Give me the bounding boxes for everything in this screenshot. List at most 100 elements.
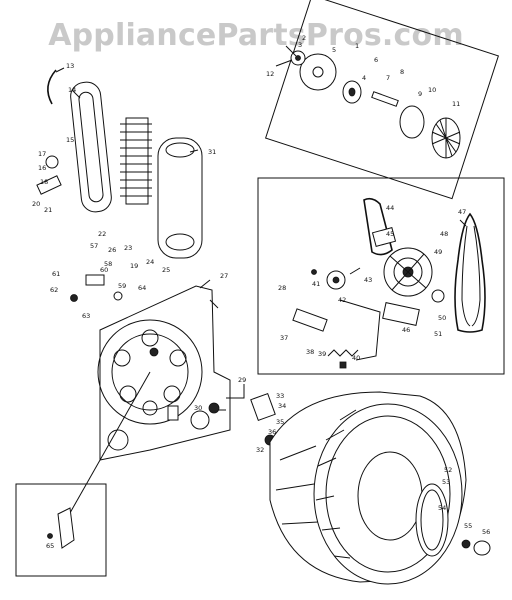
callout-26: 26 [108,246,116,254]
part-47-drum-belt [454,212,486,333]
part-58-thermostat [85,274,105,286]
callout-2: 2 [302,34,306,42]
callout-36: 36 [268,428,276,436]
callout-5: 5 [332,46,336,54]
callout-63: 63 [82,312,90,320]
callout-37: 37 [280,334,288,342]
callout-27: 27 [220,272,228,280]
callout-35: 35 [276,418,284,426]
callout-4: 4 [362,74,366,82]
callout-60: 60 [100,266,108,274]
part-33-bracket [250,392,276,422]
callout-19: 19 [130,262,138,270]
callout-30: 30 [194,404,202,412]
part-27-panel [99,285,231,461]
callout-62: 62 [50,286,58,294]
callout-1: 1 [355,42,359,50]
callout-38: 38 [306,348,314,356]
callout-65: 65 [46,542,54,550]
blower-frame [264,0,500,200]
callout-12: 12 [266,70,274,78]
callout-16: 16 [38,164,46,172]
part-17-thermostat [45,155,59,169]
part-13-wire [47,69,57,105]
callout-57: 57 [90,242,98,250]
part-7-shaft [371,91,399,107]
callout-17: 17 [38,150,46,158]
part-54-seal [415,483,449,557]
callout-47: 47 [458,208,466,216]
part-29-leader [226,384,245,399]
part-55-bearing [461,539,471,549]
callout-55: 55 [464,522,472,530]
callout-15: 15 [66,136,74,144]
part-37-switch [292,308,328,332]
part-39-spring [327,349,359,357]
heater-assembly [36,69,203,302]
callout-50: 50 [438,314,446,322]
callout-64: 64 [138,284,146,292]
callout-14: 14 [68,86,76,94]
callout-53: 53 [442,478,450,486]
callout-9: 9 [418,90,422,98]
callout-21: 21 [44,206,52,214]
callout-56: 56 [482,528,490,536]
callout-25: 25 [162,266,170,274]
callout-34: 34 [278,402,286,410]
part-49-pulley [431,289,445,303]
callout-28: 28 [278,284,286,292]
leader-lines [55,45,467,411]
callout-7: 7 [386,74,390,82]
callout-43: 43 [364,276,372,284]
callout-3: 3 [298,41,302,49]
part-46-mount [382,302,420,326]
part-20-fuse [36,175,62,195]
callout-29: 29 [238,376,246,384]
motor-frame [257,177,505,375]
callout-labels: 1 2 3 4 5 6 7 8 9 10 11 12 13 14 15 16 1… [32,34,490,550]
callout-6: 6 [374,56,378,64]
callout-39: 39 [318,350,326,358]
part-44-belt [363,197,393,256]
motor-box [257,177,505,375]
callout-59: 59 [118,282,126,290]
callout-22: 22 [98,230,106,238]
callout-40: 40 [352,354,360,362]
callout-42: 42 [338,296,346,304]
callout-8: 8 [400,68,404,76]
callout-61: 61 [52,270,60,278]
part-65-clip [57,507,75,549]
callout-54: 54 [438,504,446,512]
callout-58: 58 [104,260,112,268]
callout-24: 24 [146,258,154,266]
part-56-cap [473,540,491,556]
callout-11: 11 [452,100,460,108]
part-45-bracket [371,227,397,247]
callout-51: 51 [434,330,442,338]
part-25-duct-cover [157,137,203,259]
callout-23: 23 [124,244,132,252]
part-10-disc [399,105,425,139]
inset-frame [15,483,107,577]
callout-20: 20 [32,200,40,208]
inset-detail [15,483,107,577]
heating-element [120,117,152,205]
callout-44: 44 [386,204,394,212]
rear-panel [65,285,231,521]
callout-10: 10 [428,86,436,94]
callout-18: 18 [40,178,48,186]
callout-41: 41 [312,280,320,288]
part-14-heater-duct [70,81,112,213]
panel-drum-opening [97,319,203,425]
callout-46: 46 [402,326,410,334]
callout-45: 45 [386,230,394,238]
callout-31: 31 [208,148,216,156]
callout-13: 13 [66,62,74,70]
callout-32: 32 [256,446,264,454]
callout-33: 33 [276,392,284,400]
blower-assembly [264,0,500,200]
blower-plate [299,53,337,91]
part-43-idler-arm [339,299,381,361]
drum-assembly [208,384,491,585]
